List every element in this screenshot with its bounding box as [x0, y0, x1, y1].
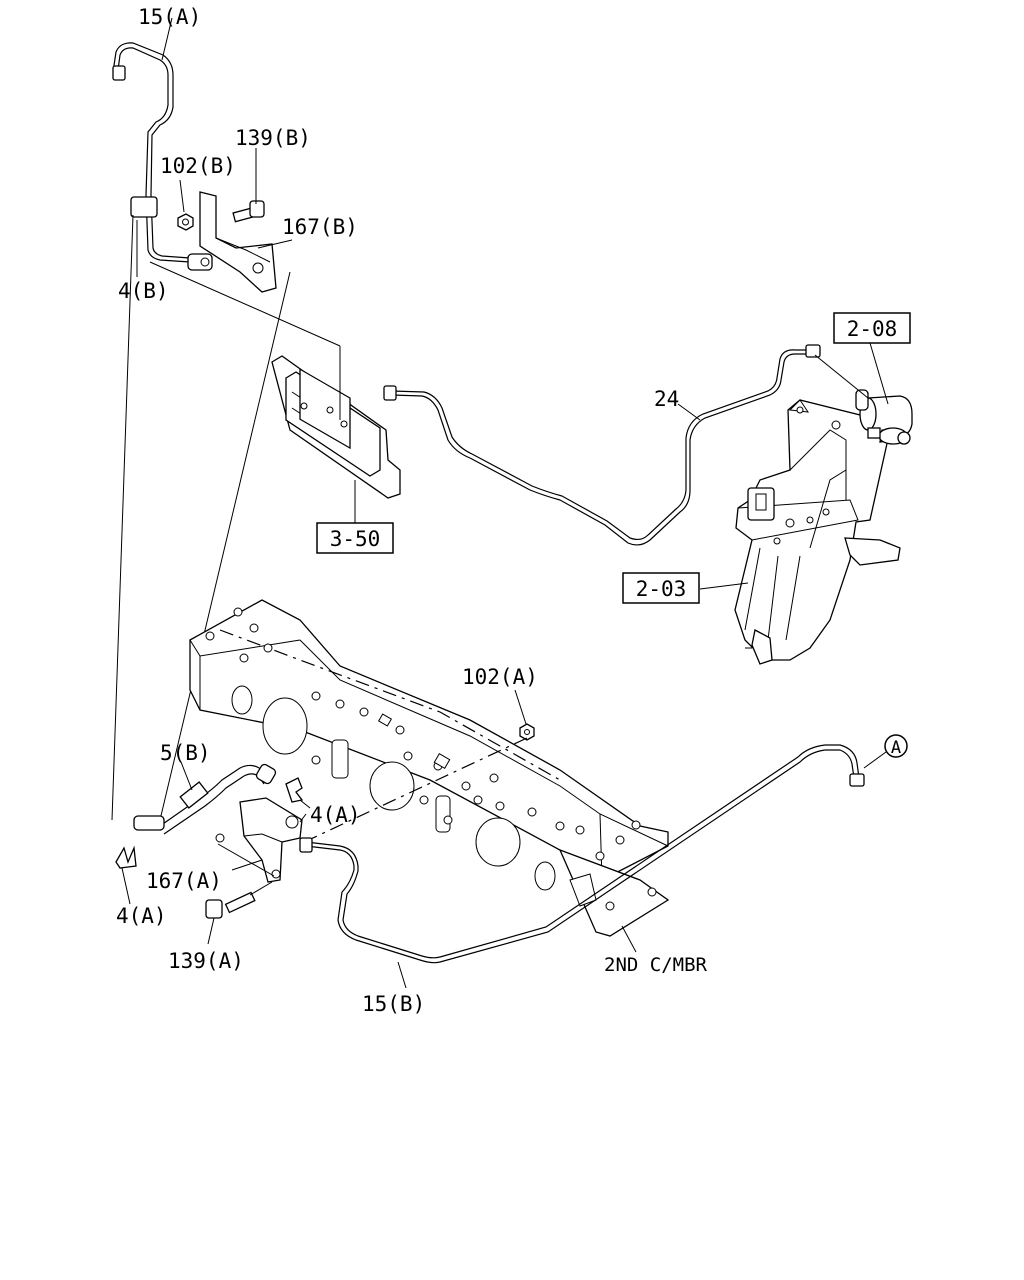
pipe-15a — [112, 42, 213, 271]
switch-connector — [747, 487, 775, 521]
connector-a-label: A — [891, 738, 901, 758]
connector-a-marker: A — [863, 734, 908, 769]
label-167a: 167(A) — [146, 869, 222, 893]
clip-4a-lower-icon — [115, 845, 137, 869]
label-5b: 5(B) — [160, 741, 211, 765]
valve-block-3-50 — [271, 346, 401, 524]
ref-box-2-03 — [622, 572, 700, 604]
label-102b: 102(B) — [160, 154, 236, 178]
ref-box-2-08 — [833, 312, 911, 344]
label-4b: 4(B) — [118, 279, 169, 303]
pipe-24 — [383, 344, 821, 546]
clip-4a-upper-icon — [285, 777, 304, 803]
label-15b: 15(B) — [362, 992, 425, 1016]
label-24: 24 — [654, 387, 679, 411]
label-4a-lower: 4(A) — [116, 904, 167, 928]
pedal-bracket-assembly — [734, 389, 913, 665]
clip-4b — [130, 196, 158, 218]
pedal-pad — [844, 537, 901, 566]
nut-102b-icon — [177, 213, 194, 231]
second-cross-member — [189, 599, 670, 937]
bolt-139b-icon — [232, 200, 265, 223]
label-15a: 15(A) — [138, 5, 201, 29]
bracket-167a — [215, 797, 303, 883]
ref-3-50: 3-50 — [330, 527, 381, 551]
label-4a-upper: 4(A) — [310, 803, 361, 827]
label-139b: 139(B) — [235, 126, 311, 150]
ref-box-3-50 — [316, 522, 394, 554]
pipe-15b — [299, 744, 865, 964]
nut-102a-icon — [519, 723, 535, 741]
ref-2-03: 2-03 — [636, 577, 687, 601]
label-102a: 102(A) — [462, 665, 538, 689]
label-2nd-cross-member: 2ND C/MBR — [604, 954, 708, 976]
bracket-167b — [199, 191, 277, 293]
ref-2-08: 2-08 — [847, 317, 898, 341]
hose-5b — [133, 763, 277, 835]
bolt-139a-icon — [205, 891, 256, 919]
label-167b: 167(B) — [282, 215, 358, 239]
label-139a: 139(A) — [168, 949, 244, 973]
